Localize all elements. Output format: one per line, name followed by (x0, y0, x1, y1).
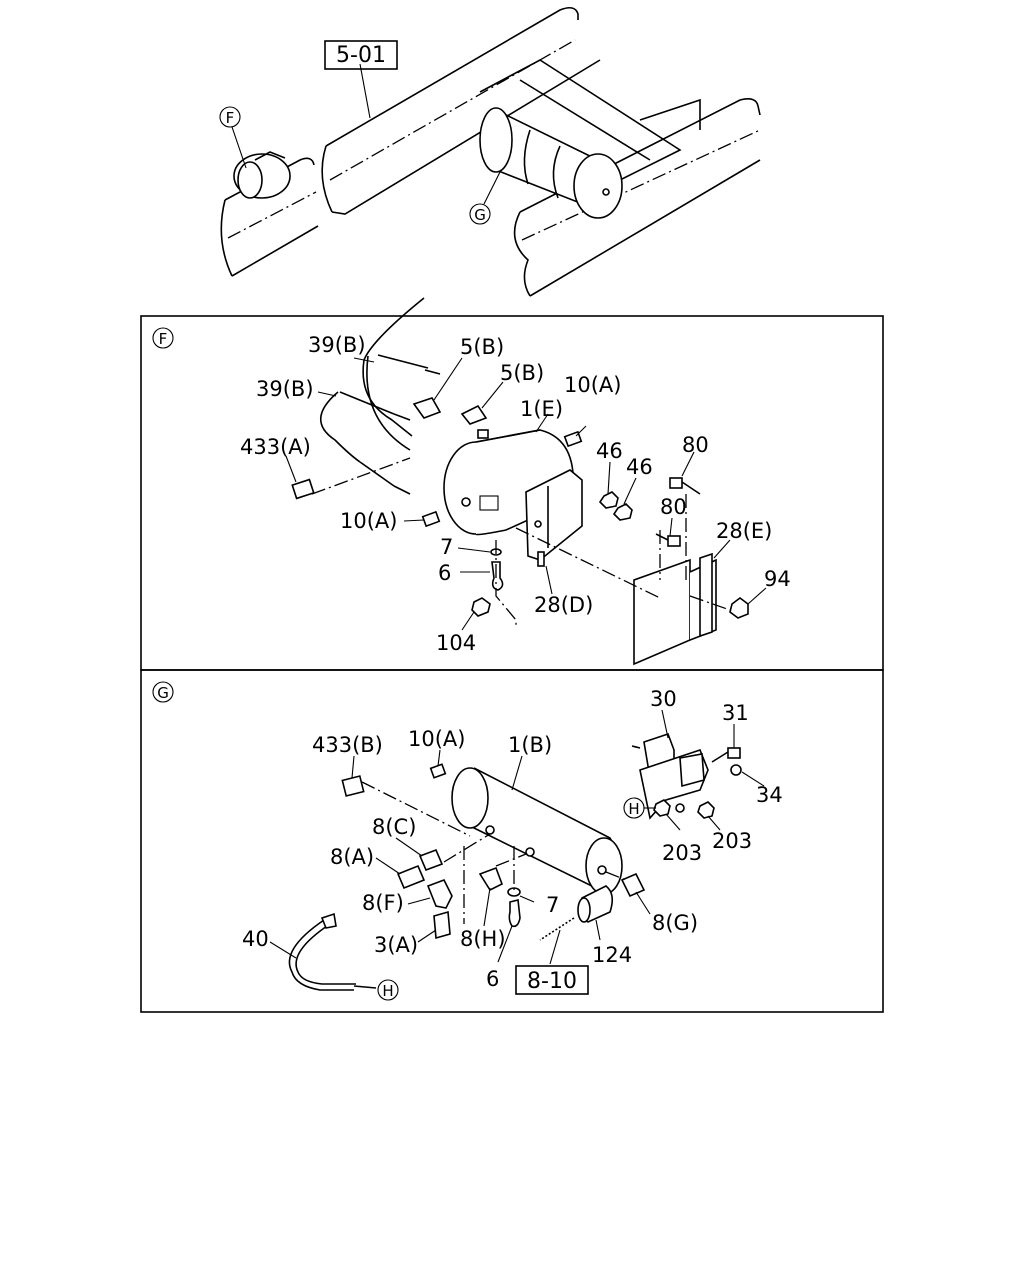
label-7: 7 (440, 535, 453, 559)
label-8h: 8(H) (460, 927, 506, 951)
label-433b: 433(B) (312, 733, 383, 757)
air-tank-1b (451, 767, 623, 895)
label-6: 6 (486, 967, 499, 991)
hose-40 (288, 912, 377, 991)
drain-cock-6 (491, 561, 504, 591)
nut-203-b (697, 801, 715, 819)
label-7: 7 (546, 893, 559, 917)
fittings-5b (412, 397, 489, 439)
air-tank-f (233, 151, 291, 199)
panel-g-id-circle (152, 681, 174, 703)
callout-g-circle (469, 203, 491, 225)
hose-39b (319, 297, 441, 495)
callout-h-bottom: H (382, 982, 393, 1000)
panel-f-id-circle (152, 327, 174, 349)
label-94: 94 (764, 567, 791, 591)
fitting-8a (396, 864, 426, 890)
panel-f: F (140, 297, 884, 671)
nut-203-a (653, 799, 671, 817)
label-203-1: 203 (662, 841, 702, 865)
fitting-8f (426, 878, 453, 909)
overview-illustration: 5-01 F G (219, 6, 761, 297)
label-31: 31 (722, 701, 749, 725)
label-5b-2: 5(B) (500, 361, 544, 385)
fitting-8h (478, 866, 504, 892)
air-tank-g (479, 107, 623, 219)
label-30: 30 (650, 687, 677, 711)
label-10a-top: 10(A) (564, 373, 621, 397)
plug-10a-top (563, 430, 583, 448)
label-8f: 8(F) (362, 891, 404, 915)
bracket-30 (631, 732, 709, 820)
label-6: 6 (438, 561, 451, 585)
section-ref-5-01: 5-01 (336, 43, 386, 68)
label-5b-1: 5(B) (460, 335, 504, 359)
label-39b-2: 39(B) (256, 377, 314, 401)
panel-g-id: G (157, 684, 169, 702)
label-1e: 1(E) (520, 397, 563, 421)
nut-46-a (598, 491, 619, 509)
nut-104 (471, 597, 491, 617)
label-28e: 28(E) (716, 519, 772, 543)
crossmember (479, 59, 701, 181)
label-203-2: 203 (712, 829, 752, 853)
decal-433b (341, 775, 365, 797)
panel-g: G (140, 669, 884, 1013)
label-3a: 3(A) (374, 933, 418, 957)
nut-46-b (612, 503, 633, 521)
label-28d: 28(D) (534, 593, 593, 617)
callout-h-bottom-circle (377, 979, 399, 1001)
label-10a: 10(A) (408, 727, 465, 751)
label-34: 34 (756, 783, 783, 807)
panel-f-id: F (159, 330, 168, 348)
plug-10a (429, 763, 447, 779)
label-8c: 8(C) (372, 815, 416, 839)
section-ref-box (324, 40, 398, 70)
section-ref-8-10: 8-10 (527, 969, 577, 994)
label-8g: 8(G) (652, 911, 698, 935)
frame-rail-left (220, 157, 319, 277)
label-104: 104 (436, 631, 476, 655)
callout-h-top: H (628, 800, 639, 818)
nut-94 (729, 597, 749, 619)
bolt-31 (711, 747, 741, 763)
label-80-2: 80 (660, 495, 687, 519)
washer-34 (730, 764, 742, 776)
label-39b-top: 39(B) (308, 333, 366, 357)
callout-f-label: F (226, 109, 235, 127)
label-10a-side: 10(A) (340, 509, 397, 533)
section-ref-8-10-box (515, 965, 589, 995)
label-80-1: 80 (682, 433, 709, 457)
label-40: 40 (242, 927, 269, 951)
plug-10a-side (421, 510, 441, 528)
fitting-8g (620, 872, 646, 898)
fitting-3a (433, 910, 451, 940)
valve-124 (539, 885, 614, 941)
decal-433a (291, 478, 315, 500)
callout-g-label: G (474, 206, 486, 224)
label-124: 124 (592, 943, 632, 967)
label-433a: 433(A) (240, 435, 311, 459)
fitting-8c (418, 848, 444, 872)
drain-cock-6 (508, 899, 521, 928)
bolts-80 (655, 477, 701, 547)
callout-f-circle (219, 106, 241, 128)
label-1b: 1(B) (508, 733, 552, 757)
label-46-2: 46 (626, 455, 653, 479)
frame-rail-lower (513, 98, 761, 297)
panel-g-frame (140, 669, 884, 1013)
label-8a: 8(A) (330, 845, 374, 869)
bracket-28e (633, 552, 717, 666)
label-46-1: 46 (596, 439, 623, 463)
bracket-28d (525, 469, 583, 567)
